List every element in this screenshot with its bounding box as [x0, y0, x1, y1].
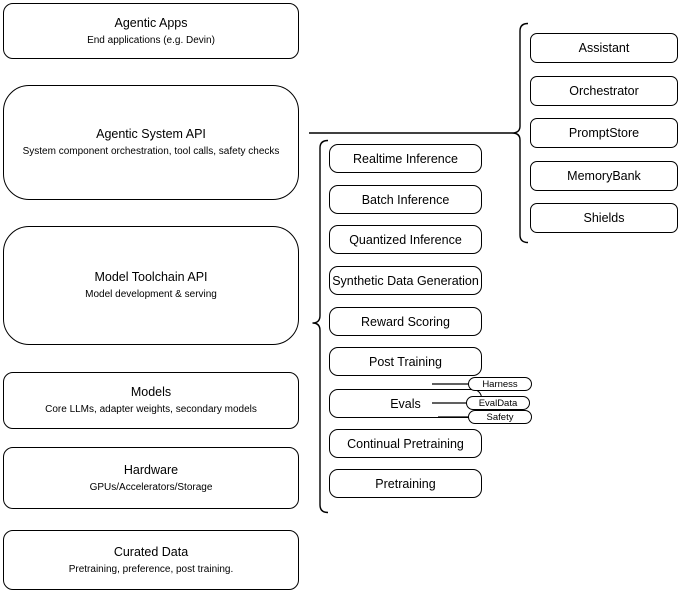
node-subtitle: System component orchestration, tool cal… — [22, 146, 280, 158]
node-evals-harness: Harness — [468, 377, 532, 391]
node-hardware: Hardware GPUs/Accelerators/Storage — [3, 447, 299, 509]
node-label: Post Training — [369, 354, 442, 369]
node-evals: Evals — [329, 389, 482, 418]
node-label: PromptStore — [568, 126, 640, 140]
node-realtime-inference: Realtime Inference — [329, 144, 482, 173]
node-quantized-inference: Quantized Inference — [329, 225, 482, 254]
node-synthetic-data-generation: Synthetic Data Generation — [329, 266, 482, 295]
node-continual-pretraining: Continual Pretraining — [329, 429, 482, 458]
node-label: MemoryBank — [567, 169, 641, 183]
node-title: Models — [130, 385, 172, 400]
node-label: Orchestrator — [569, 84, 639, 98]
pill-label: EvalData — [478, 397, 518, 409]
curly-brace-system-components — [511, 22, 529, 244]
node-label: Quantized Inference — [349, 232, 462, 247]
node-assistant: Assistant — [530, 33, 678, 63]
node-label: Continual Pretraining — [347, 436, 464, 451]
node-model-toolchain-api: Model Toolchain API Model development & … — [3, 226, 299, 345]
node-label: Reward Scoring — [361, 314, 450, 329]
node-subtitle: Pretraining, preference, post training. — [68, 563, 234, 575]
node-title: Hardware — [123, 462, 179, 477]
node-post-training: Post Training — [329, 347, 482, 376]
node-label: Assistant — [578, 41, 630, 55]
pill-label: Harness — [482, 378, 518, 390]
node-label: Batch Inference — [361, 192, 450, 207]
node-curated-data: Curated Data Pretraining, preference, po… — [3, 530, 299, 590]
node-memorybank: MemoryBank — [530, 161, 678, 191]
node-title: Agentic System API — [96, 127, 206, 142]
node-evals-safety: Safety — [468, 410, 532, 424]
node-models: Models Core LLMs, adapter weights, secon… — [3, 372, 299, 429]
curly-brace-toolchain — [312, 139, 329, 514]
node-orchestrator: Orchestrator — [530, 76, 678, 106]
node-subtitle: Model development & serving — [85, 289, 217, 301]
pill-label: Safety — [486, 411, 514, 423]
node-label: Evals — [390, 396, 421, 411]
node-batch-inference: Batch Inference — [329, 185, 482, 214]
node-subtitle: GPUs/Accelerators/Storage — [89, 481, 213, 493]
node-title: Curated Data — [113, 544, 189, 559]
node-promptstore: PromptStore — [530, 118, 678, 148]
node-subtitle: Core LLMs, adapter weights, secondary mo… — [45, 404, 257, 416]
node-agentic-apps: Agentic Apps End applications (e.g. Devi… — [3, 3, 299, 59]
node-pretraining: Pretraining — [329, 469, 482, 498]
node-label: Synthetic Data Generation — [332, 273, 479, 288]
node-title: Model Toolchain API — [94, 270, 208, 285]
node-label: Shields — [583, 211, 625, 225]
node-label: Pretraining — [375, 476, 436, 491]
node-shields: Shields — [530, 203, 678, 233]
node-reward-scoring: Reward Scoring — [329, 307, 482, 336]
node-agentic-system-api: Agentic System API System component orch… — [3, 85, 299, 200]
node-label: Realtime Inference — [353, 151, 458, 166]
node-title: Agentic Apps — [114, 15, 188, 30]
node-subtitle: End applications (e.g. Devin) — [87, 34, 215, 46]
node-evals-evaldata: EvalData — [466, 396, 530, 410]
